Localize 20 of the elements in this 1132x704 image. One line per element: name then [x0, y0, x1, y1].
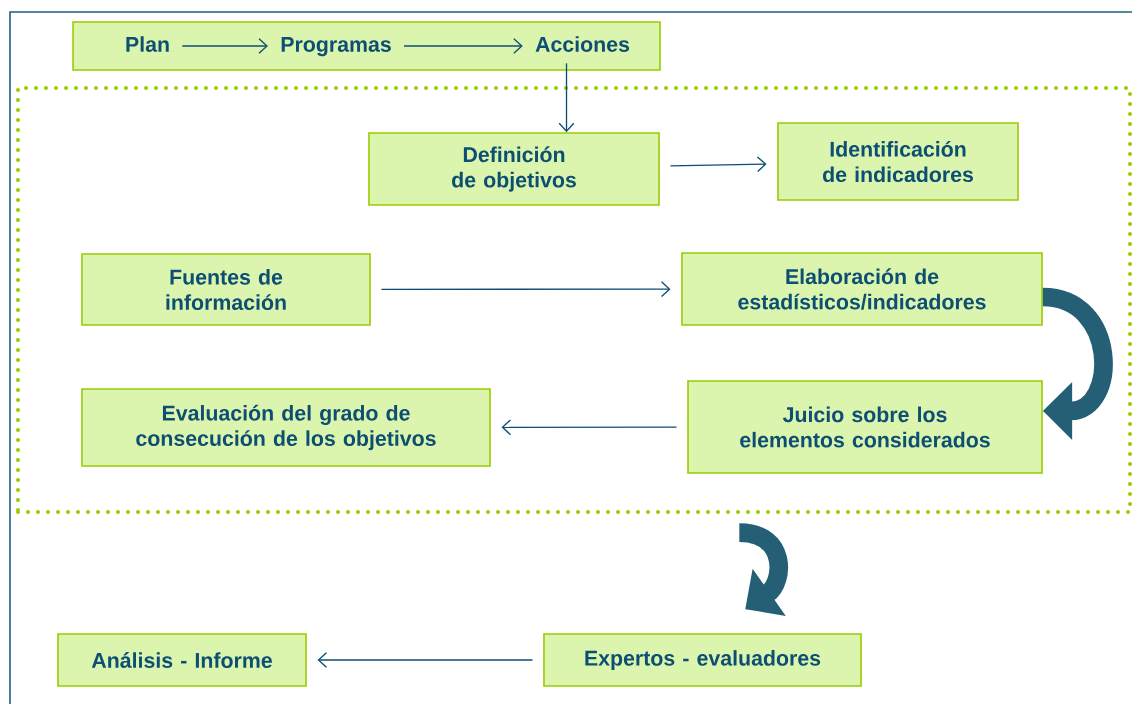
banner-box: [72, 21, 661, 71]
process-box: Análisis - Informe: [57, 633, 307, 687]
step-text: Acciones: [535, 36, 630, 52]
process-box: Juicio sobre los elementos considerados: [687, 380, 1043, 474]
dotted-frame: [16, 86, 1132, 514]
arrow: [181, 38, 268, 54]
process-box: Elaboración de estadísticos/indicadores: [681, 252, 1043, 326]
step-text: Plan: [126, 36, 169, 52]
arrow: [317, 652, 534, 668]
process-box: Identificación de indicadores: [777, 122, 1019, 201]
process-box: Definición de objetivos: [368, 132, 660, 206]
arrow: [501, 419, 678, 436]
step-text: Programas: [281, 37, 391, 57]
arrow: [558, 62, 575, 133]
arrow: [380, 281, 671, 298]
arrow: [669, 156, 767, 173]
process-box: Evaluación del grado de consecución de los objetivos: [81, 388, 491, 467]
process-box: Expertos - evaluadores: [543, 633, 862, 687]
arrow: [403, 38, 523, 54]
process-box: Fuentes de información: [81, 253, 371, 326]
